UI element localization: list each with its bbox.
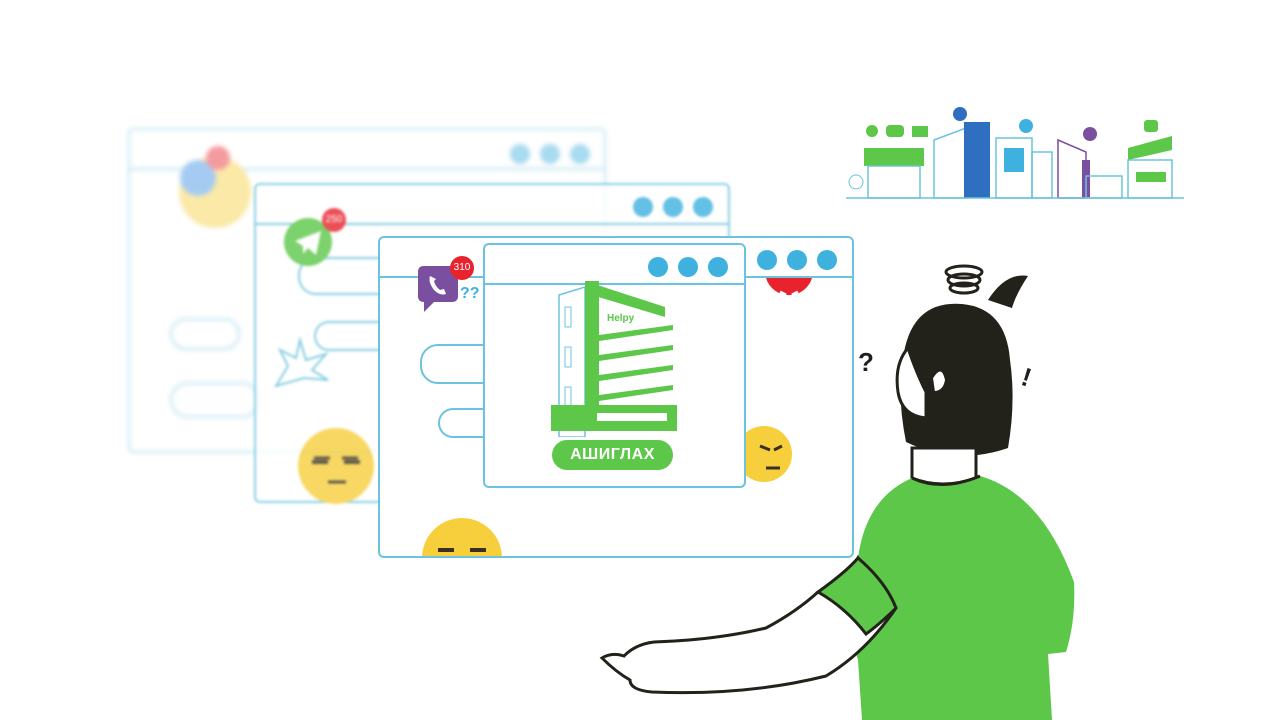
- window-dot: [678, 257, 698, 277]
- telegram-icon: [1019, 119, 1033, 133]
- svg-text:Helpy: Helpy: [607, 313, 635, 324]
- telegram-badge: 250: [322, 208, 346, 232]
- sms-icon: [886, 125, 904, 137]
- angry-emoji-icon: [738, 426, 792, 482]
- whatsapp-icon: [866, 125, 878, 137]
- window-dot: [757, 250, 777, 270]
- window-dot: [510, 144, 530, 164]
- window-dot: [570, 144, 590, 164]
- city-messengers-illustration: [846, 107, 1184, 199]
- window-titlebar: [130, 130, 604, 170]
- viber-icon: [418, 266, 458, 312]
- window-dot: [648, 257, 668, 277]
- facebook-icon: [953, 107, 967, 121]
- chat-bubble: [170, 318, 240, 350]
- helpy-building-logo: Helpy: [551, 281, 677, 437]
- annoyed-emoji-icon: [298, 428, 374, 504]
- wechat-icon: [1144, 120, 1158, 132]
- window-titlebar: [256, 185, 728, 225]
- annoyed-emoji-icon: [422, 518, 502, 556]
- messenger-icon: [179, 156, 251, 228]
- angry-emoji-icon: [766, 278, 812, 306]
- window-dot: [817, 250, 837, 270]
- window-titlebar: [485, 245, 744, 285]
- use-button[interactable]: АШИГЛАХ: [552, 440, 673, 470]
- window-dot: [663, 197, 683, 217]
- question-mark-icon: ?: [858, 347, 874, 377]
- viber-badge: 310: [450, 256, 474, 280]
- window-dot: [787, 250, 807, 270]
- window-dot: [693, 197, 713, 217]
- window-dot: [540, 144, 560, 164]
- messenger-badge: [206, 146, 230, 170]
- mail-icon: [912, 126, 928, 137]
- viber-question-marks: ??: [460, 285, 480, 302]
- telegram-icon: [284, 218, 332, 266]
- window-dot: [708, 257, 728, 277]
- confused-person-illustration: [599, 264, 1075, 720]
- window-dot: [633, 197, 653, 217]
- viber-icon: [1083, 127, 1097, 141]
- dizzy-scribble-icon: [944, 264, 984, 295]
- burst-icon: [273, 336, 330, 388]
